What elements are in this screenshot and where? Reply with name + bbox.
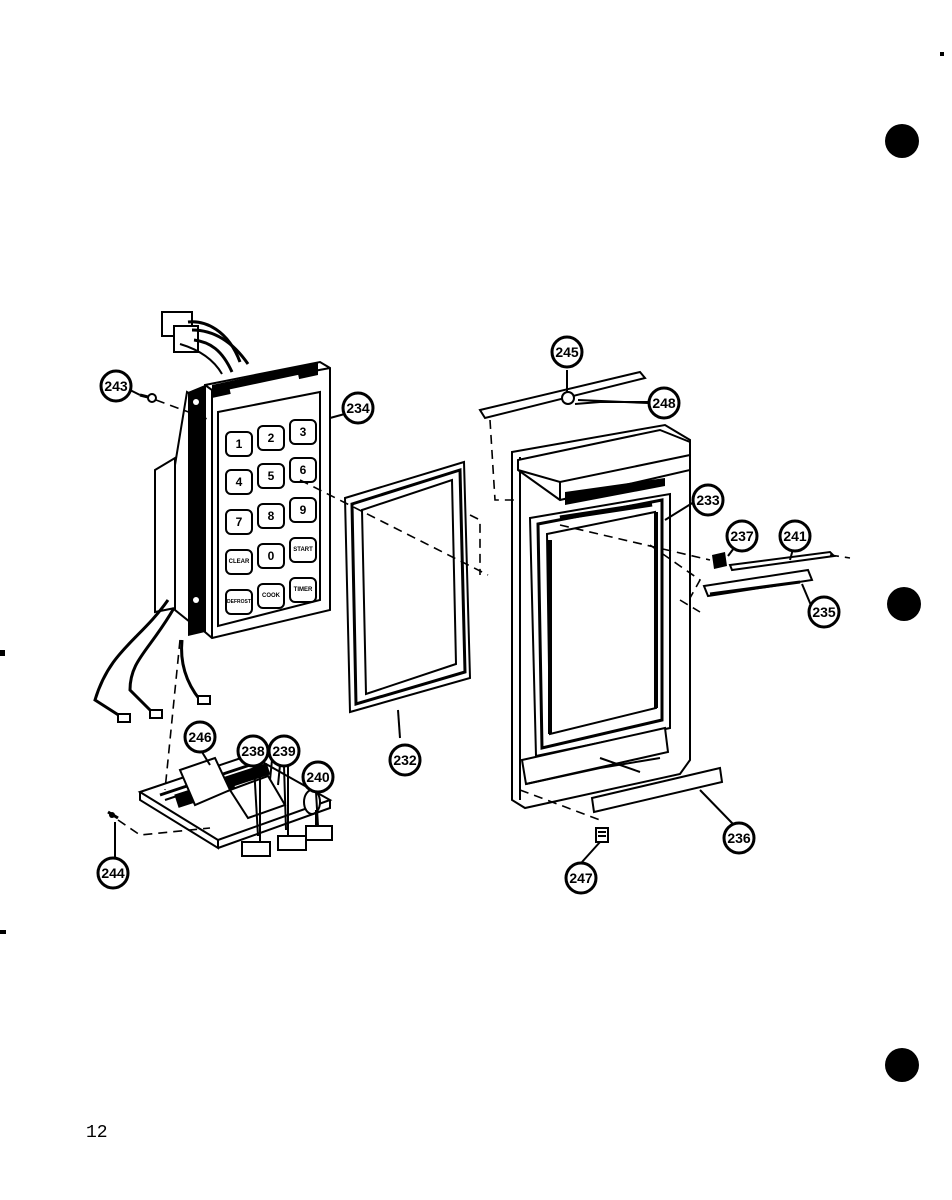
callout-246: 246: [183, 720, 217, 754]
svg-text:0: 0: [268, 549, 275, 563]
svg-text:7: 7: [236, 515, 243, 529]
svg-text:246: 246: [188, 729, 212, 745]
top-channel-245: [478, 370, 647, 420]
switch-238: [241, 841, 271, 857]
callout-247: 247: [564, 861, 598, 895]
svg-text:243: 243: [104, 378, 128, 394]
svg-text:TIMER: TIMER: [294, 587, 313, 593]
key-9: [289, 497, 317, 523]
callout-241: 241: [778, 519, 812, 553]
key-timer: [289, 577, 317, 603]
control-circuit-board: [137, 753, 333, 850]
key-clear: [225, 549, 253, 575]
rail-235: [702, 568, 814, 598]
svg-text:3: 3: [300, 425, 307, 439]
key-3: [289, 419, 317, 445]
binder-hole-top: [885, 124, 919, 158]
svg-text:247: 247: [569, 870, 593, 886]
key-4: [225, 469, 253, 495]
bar-241: [728, 550, 837, 572]
callout-248: 248: [647, 386, 681, 420]
svg-text:4: 4: [236, 475, 243, 489]
svg-text:DEFROST: DEFROST: [227, 599, 251, 605]
page-number: 12: [86, 1123, 108, 1143]
svg-text:6: 6: [300, 463, 307, 477]
svg-text:241: 241: [783, 528, 807, 544]
svg-text:2: 2: [268, 431, 275, 445]
key-defrost: [225, 589, 253, 615]
callout-235: 235: [807, 595, 841, 629]
key-7: [225, 509, 253, 535]
screw-243: [139, 393, 157, 403]
svg-text:CLEAR: CLEAR: [229, 559, 250, 565]
svg-text:236: 236: [727, 830, 751, 846]
screw-244: [107, 810, 119, 820]
callout-233: 233: [691, 483, 725, 517]
callout-237: 237: [725, 519, 759, 553]
window-frame-gasket: [343, 460, 472, 714]
svg-text:240: 240: [306, 769, 330, 785]
svg-text:233: 233: [696, 492, 720, 508]
switch-240: [305, 825, 333, 841]
svg-text:232: 232: [393, 752, 417, 768]
key-5: [257, 463, 285, 489]
binder-hole-middle: [887, 587, 921, 621]
svg-text:238: 238: [241, 743, 265, 759]
svg-text:START: START: [293, 547, 313, 553]
svg-text:5: 5: [268, 469, 275, 483]
callout-245: 245: [550, 335, 584, 369]
svg-text:245: 245: [555, 344, 579, 360]
key-cook: [257, 583, 285, 609]
callout-244: 244: [96, 856, 130, 890]
keypad-keys: 1 2 3 4 5 6 7 8 9 CLEAR 0 START DEFROST: [225, 419, 317, 615]
callout-239: 239: [267, 734, 301, 768]
control-panel-assembly: 1 2 3 4 5 6 7 8 9 CLEAR 0 START DEFROST: [93, 311, 331, 723]
svg-text:237: 237: [730, 528, 754, 544]
key-2: [257, 425, 285, 451]
key-1: [225, 431, 253, 457]
key-0: [257, 543, 285, 569]
svg-text:8: 8: [268, 509, 275, 523]
switch-239: [277, 835, 307, 851]
latch-237: [712, 552, 727, 569]
svg-text:239: 239: [272, 743, 296, 759]
callout-232: 232: [388, 743, 422, 777]
screw-247: [595, 827, 609, 843]
svg-text:248: 248: [652, 395, 676, 411]
bottom-trim-236: [590, 766, 724, 814]
key-8: [257, 503, 285, 529]
callout-234: 234: [341, 391, 375, 425]
svg-text:1: 1: [236, 437, 243, 451]
callout-240: 240: [301, 760, 335, 794]
svg-text:235: 235: [812, 604, 836, 620]
svg-text:COOK: COOK: [262, 593, 281, 599]
svg-text:234: 234: [346, 400, 370, 416]
callout-243: 243: [99, 369, 133, 403]
door-panel: [511, 423, 691, 810]
svg-text:9: 9: [300, 503, 307, 517]
callout-238: 238: [236, 734, 270, 768]
binder-hole-bottom: [885, 1048, 919, 1082]
callout-236: 236: [722, 821, 756, 855]
svg-text:244: 244: [101, 865, 125, 881]
key-start: [289, 537, 317, 563]
